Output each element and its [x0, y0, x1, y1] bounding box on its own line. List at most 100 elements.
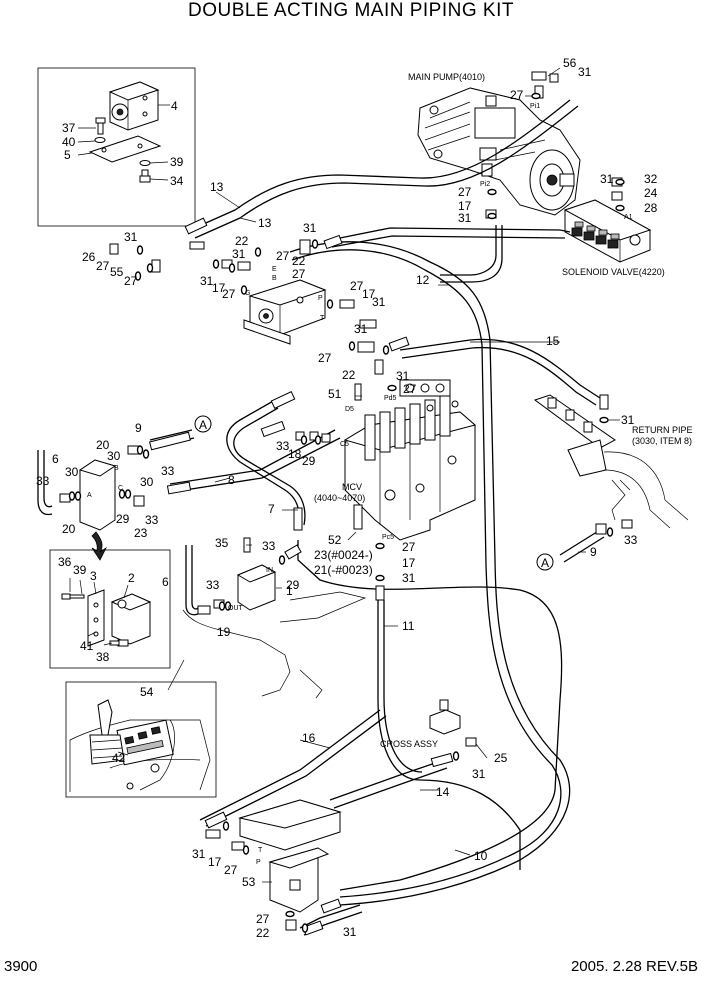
pipe-6b	[185, 545, 199, 616]
part-number-p17b: 17	[212, 281, 226, 295]
port-g: G	[245, 290, 250, 297]
part-number-p39: 39	[170, 155, 184, 169]
port-pd5: Pd5	[384, 395, 397, 402]
part-number-p31c: 31	[600, 172, 614, 186]
part-number-p36: 36	[58, 555, 72, 569]
cab-console-icon	[69, 719, 211, 792]
part-number-p31d: 31	[303, 221, 317, 235]
port-block-b: B	[114, 465, 119, 472]
part-number-p29c: 29	[286, 578, 300, 592]
inset-box-valve-bottom	[49, 549, 171, 669]
port-pc5: Pc5	[382, 534, 394, 541]
part-number-p31n: 31	[192, 847, 206, 861]
pipe-13	[189, 99, 571, 231]
part-number-p27b: 27	[458, 185, 472, 199]
part-number-p16: 16	[302, 731, 316, 745]
pipe-9b	[559, 529, 601, 556]
part-number-p13a: 13	[210, 180, 224, 194]
part-number-p30a: 30	[107, 449, 121, 463]
part-number-p27h: 27	[350, 279, 364, 293]
port-e: E	[272, 266, 277, 273]
callout-a-lower-label: A	[541, 556, 549, 570]
part-number-p13b: 13	[258, 216, 272, 230]
part-number-p51: 51	[328, 387, 342, 401]
port-block-c: C	[118, 485, 123, 492]
return-pipe-item-label: (3030, ITEM 8)	[632, 436, 692, 446]
part-number-p12: 12	[416, 273, 430, 287]
part-number-p56: 56	[563, 56, 577, 70]
solenoid-valve-label: SOLENOID VALVE(4220)	[562, 267, 665, 277]
part-number-p5: 5	[64, 148, 71, 162]
pipe-15	[399, 338, 601, 399]
part-number-p27c: 27	[96, 259, 110, 273]
part-number-p41: 41	[80, 639, 94, 653]
mcv-label: MCV	[342, 482, 362, 492]
valve-2-icon	[110, 593, 152, 645]
return-pipe-icon	[533, 394, 689, 529]
port-d5: D5	[345, 406, 354, 413]
port-p: P	[318, 295, 323, 302]
part-number-p37: 37	[62, 121, 76, 135]
part-number-p33g: 33	[624, 533, 638, 547]
part-number-p32: 32	[644, 172, 658, 186]
port-c5: C5	[340, 441, 349, 448]
part-number-p33e: 33	[262, 539, 276, 553]
part-number-p33f: 33	[206, 578, 220, 592]
pi1-fitting-icon	[531, 71, 559, 99]
page-title: DOUBLE ACTING MAIN PIPING KIT	[188, 0, 514, 21]
part-number-p10: 10	[474, 849, 488, 863]
part-number-p55: 55	[110, 265, 124, 279]
part-number-p40: 40	[62, 135, 76, 149]
part-number-p1: 1	[286, 584, 293, 598]
pipe-7	[226, 399, 300, 526]
part-number-p20b: 20	[62, 522, 76, 536]
variant-21-label: 21(-#0023)	[314, 563, 373, 577]
part-number-p24: 24	[644, 186, 658, 200]
part-number-p33d: 33	[145, 513, 159, 527]
part-number-p53: 53	[242, 875, 256, 889]
bolt-34-icon	[139, 160, 151, 183]
part-number-p34: 34	[170, 174, 184, 188]
port-in: IN	[266, 567, 273, 574]
callout-a-upper-label: A	[199, 418, 207, 432]
part-number-p9b: 9	[590, 545, 597, 559]
revision-date: 2005. 2.28 REV.5B	[570, 958, 698, 975]
part-number-p22c: 22	[342, 368, 356, 382]
part-number-p38: 38	[96, 650, 110, 664]
part-number-p31h: 31	[372, 295, 386, 309]
valve-block-1-icon	[236, 564, 277, 611]
part-number-p27f: 27	[292, 267, 306, 281]
port-pi1: Pi1	[530, 103, 540, 110]
part-number-p17a: 17	[458, 199, 472, 213]
part-number-p31g: 31	[200, 274, 214, 288]
part-number-p17e: 17	[208, 855, 222, 869]
part-number-p15: 15	[546, 334, 560, 348]
port-t: T	[320, 315, 325, 322]
part-number-p17c: 17	[362, 287, 376, 301]
main-pump-icon	[417, 87, 581, 216]
variant-23-label: 23(#0024-)	[314, 548, 373, 562]
part-number-p31l: 31	[402, 571, 416, 585]
part-number-p11: 11	[402, 619, 415, 633]
part-number-p35: 35	[215, 536, 229, 550]
part-number-p7: 7	[268, 502, 275, 516]
part-number-p22b: 22	[292, 254, 306, 268]
part-number-p9a: 9	[135, 421, 142, 435]
port-block-a: A	[87, 492, 92, 499]
part-number-p31o: 31	[343, 925, 357, 939]
bolt-37-icon	[94, 117, 106, 143]
part-number-p6b: 6	[162, 575, 169, 589]
port-pedal-t: T	[258, 847, 263, 854]
part-number-p31m: 31	[472, 767, 486, 781]
part-number-p33a: 33	[161, 464, 175, 478]
part-number-p6a: 6	[52, 452, 59, 466]
pipe-solenoid	[329, 227, 571, 241]
part-number-p22d: 22	[256, 926, 270, 940]
part-number-p26: 26	[82, 250, 96, 264]
mcv-icon	[343, 379, 477, 541]
pipe-8	[169, 429, 336, 485]
port-a1: A1	[624, 214, 633, 221]
down-arrow-icon	[91, 531, 108, 561]
part-number-p3: 3	[90, 569, 97, 583]
